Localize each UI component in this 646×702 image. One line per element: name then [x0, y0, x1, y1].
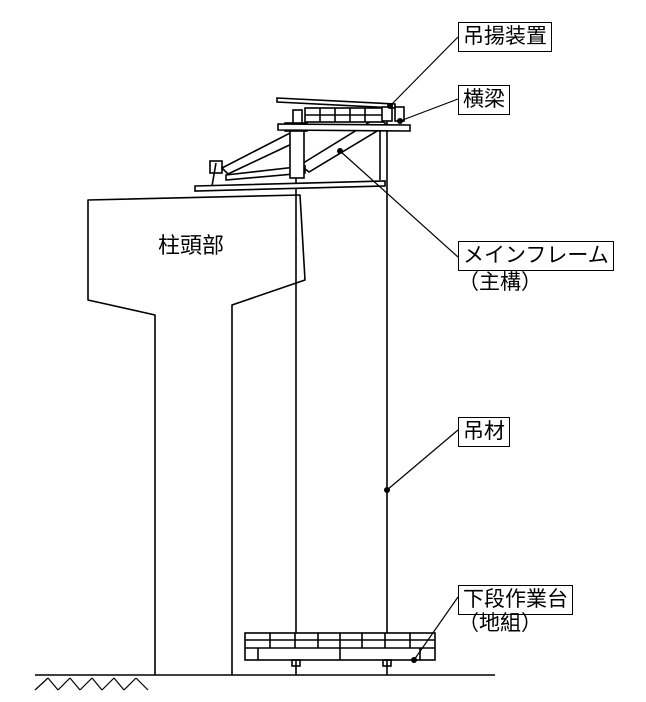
lower-platform: [244, 632, 436, 667]
hoist-label: 吊揚装置: [458, 22, 552, 52]
lower-platform-sublabel: （地組）: [458, 611, 542, 635]
leader-lower-platform: [413, 596, 459, 661]
leader-lines: [339, 36, 459, 661]
pier-head-label: 柱頭部: [158, 234, 225, 259]
main-frame-label: メインフレーム: [458, 241, 614, 271]
leader-hanger: [386, 429, 459, 491]
hanger-label: 吊材: [458, 417, 510, 447]
crossbeam-label: 横梁: [458, 85, 510, 115]
pier-outline: [87, 194, 306, 675]
leader-main-frame: [339, 150, 459, 258]
leader-dots: [337, 103, 417, 663]
crossbeam-hoist: [276, 97, 411, 132]
lower-platform-label: 下段作業台: [458, 585, 573, 615]
leader-hoist: [389, 36, 459, 107]
ground-hatch: [34, 677, 149, 691]
leader-crossbeam: [399, 98, 459, 122]
main-frame-sublabel: （主構）: [458, 270, 542, 294]
hanger-lines: [295, 105, 388, 675]
